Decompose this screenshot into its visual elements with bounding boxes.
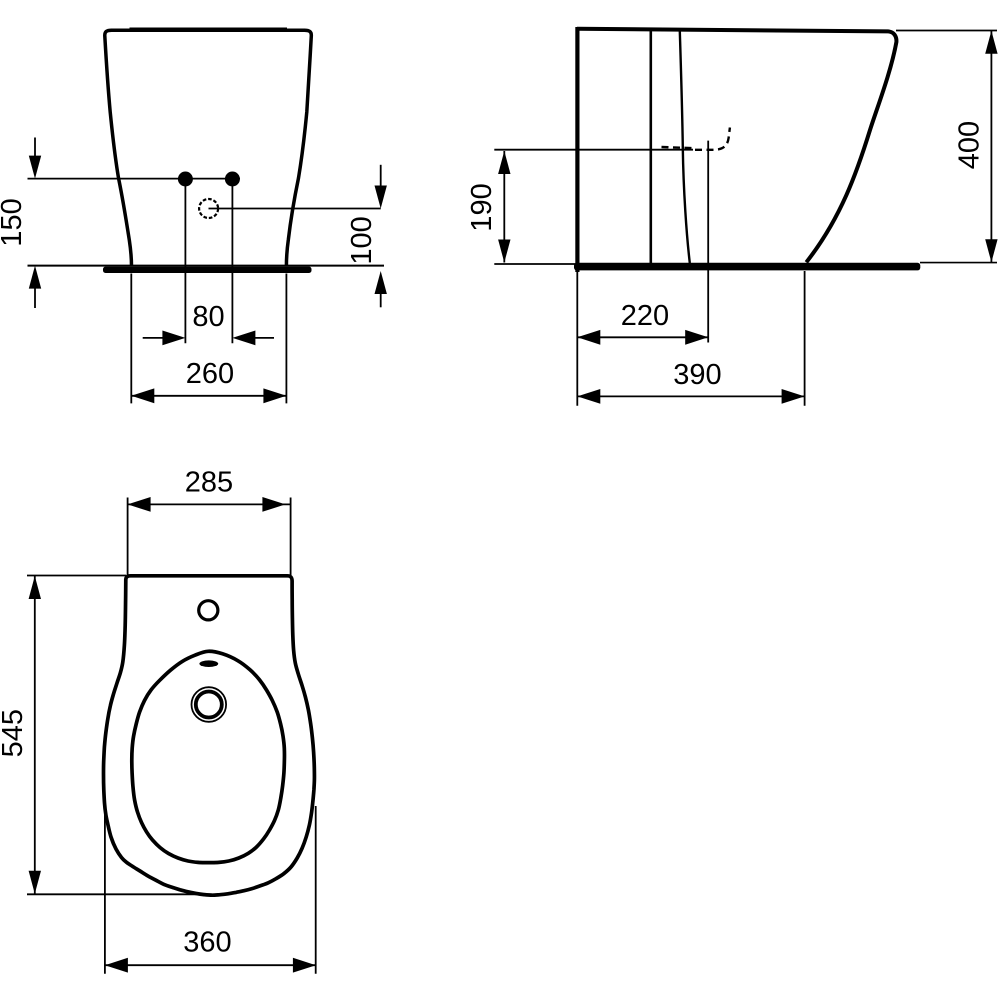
svg-text:360: 360 bbox=[183, 927, 231, 959]
svg-text:100: 100 bbox=[346, 216, 378, 264]
svg-text:220: 220 bbox=[621, 300, 669, 332]
svg-text:80: 80 bbox=[192, 301, 224, 333]
svg-text:260: 260 bbox=[186, 358, 234, 390]
svg-text:400: 400 bbox=[954, 121, 986, 169]
svg-text:545: 545 bbox=[0, 709, 29, 757]
svg-text:285: 285 bbox=[185, 467, 233, 499]
svg-text:390: 390 bbox=[673, 359, 721, 391]
svg-text:150: 150 bbox=[0, 198, 28, 246]
svg-text:190: 190 bbox=[466, 183, 498, 231]
